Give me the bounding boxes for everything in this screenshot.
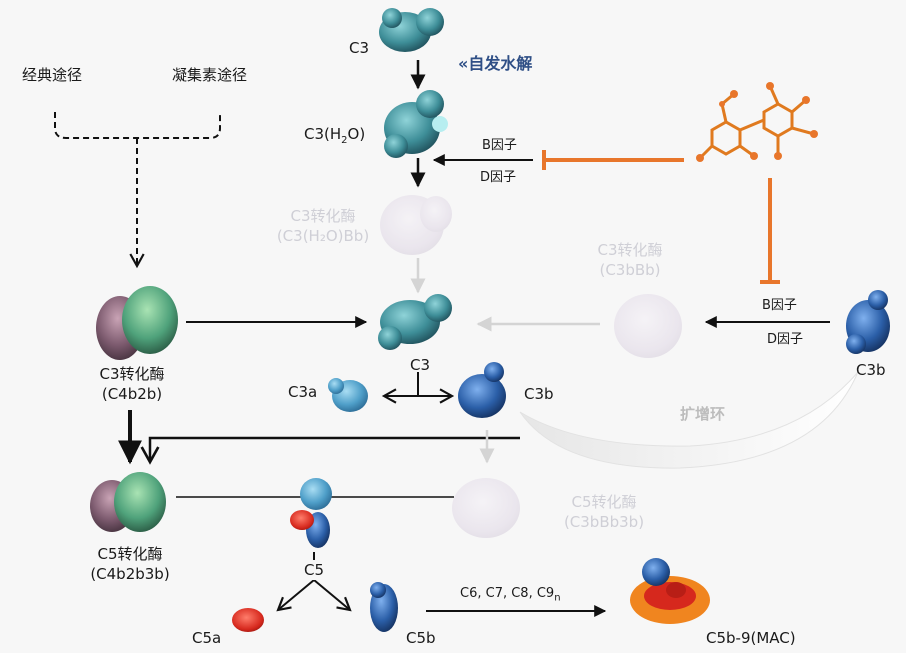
c3b-right-label: C3b <box>856 361 886 379</box>
fluid-convertase-label: C3转化酶(C3(H₂O)Bb) <box>276 207 370 245</box>
lectin-pathway-label: 凝集素途径 <box>172 66 248 84</box>
factor-b-right-label: B因子 <box>762 298 797 313</box>
faded-arrows <box>410 258 600 464</box>
c3a-label: C3a <box>288 383 318 401</box>
c3bbb-convertase-faded-icon <box>614 294 682 358</box>
amplification-loop-label: 扩增环 <box>680 405 726 423</box>
factor-d-right-label: D因子 <box>767 332 804 347</box>
c3-center-label: C3 <box>410 356 431 374</box>
c3h2o-protein-icon <box>384 90 448 158</box>
c3bbb-convertase-label: C3转化酶(C3bBb) <box>597 241 663 279</box>
amplification-loop-arc <box>519 371 859 469</box>
factor-b-label: B因子 <box>482 138 517 153</box>
c4b2b3b-convertase-label: C5转化酶(C4b2b3b) <box>90 545 170 583</box>
c5b-protein-icon <box>370 582 398 632</box>
c5-label: C5 <box>302 560 327 580</box>
c4b2b-convertase-label: C3转化酶(C4b2b) <box>99 365 165 403</box>
c3b-right-protein-icon <box>846 290 890 354</box>
c5a-label: C5a <box>192 629 222 647</box>
mac-label: C5b-9(MAC) <box>706 629 796 647</box>
c3bbb3b-convertase-faded-icon <box>452 478 520 538</box>
spontaneous-hydrolysis-label: «自发水解 <box>458 54 533 73</box>
pathway-bracket <box>54 112 221 269</box>
c3b-center-protein-icon <box>458 362 506 418</box>
fluid-phase-convertase-faded-icon <box>380 195 452 255</box>
inhibitor-molecule-atoms <box>696 82 818 162</box>
inhibitor-molecule-icon <box>698 85 815 160</box>
c3h2o-label: C3(H2O) <box>304 125 366 146</box>
c3-center-protein-icon <box>378 294 452 350</box>
mac-complex-icon <box>630 558 710 624</box>
c4b2b-convertase-icon <box>96 286 178 360</box>
c5b-label: C5b <box>406 629 436 647</box>
factor-d-label: D因子 <box>480 170 517 185</box>
inhibitor-lines <box>542 150 780 284</box>
classical-pathway-label: 经典途径 <box>22 66 83 84</box>
c4b2b3b-convertase-icon <box>90 472 166 532</box>
c5a-protein-icon <box>232 608 264 632</box>
c3b-label: C3b <box>524 385 554 403</box>
c3-top-label: C3 <box>349 39 370 57</box>
c5-protein-icon <box>290 478 332 548</box>
c3bbb3b-convertase-label: C5转化酶(C3bBb3b) <box>563 493 645 531</box>
c3a-protein-icon <box>328 378 368 412</box>
c3-top-protein-icon <box>379 8 444 52</box>
terminal-components-label: C6, C7, C8, C9n <box>460 586 561 604</box>
